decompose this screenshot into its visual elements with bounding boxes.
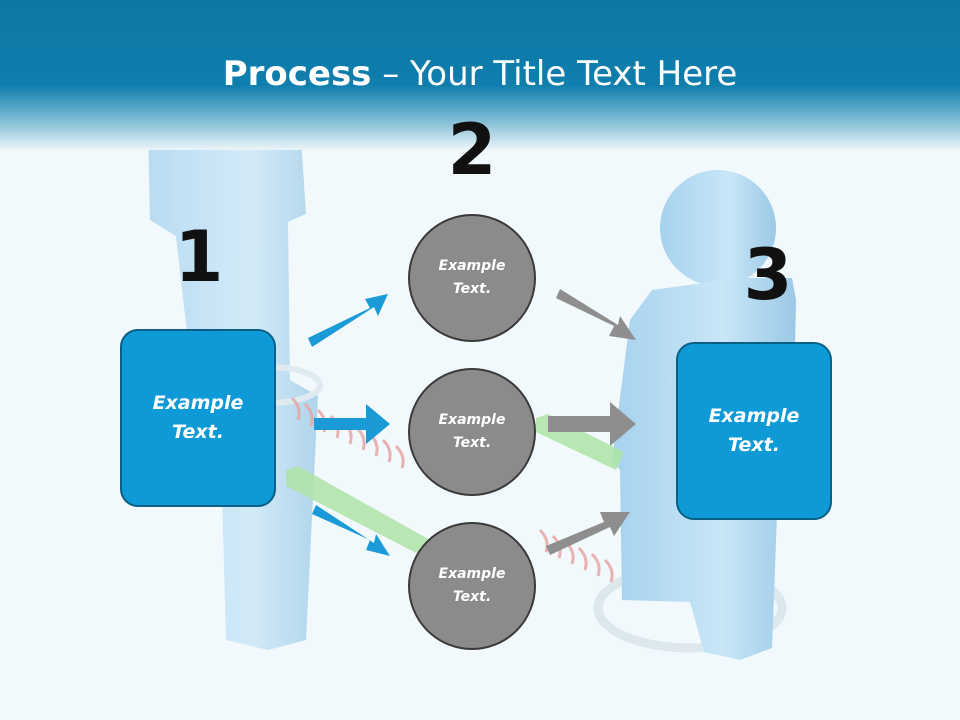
step-3-box: Example Text. bbox=[676, 342, 832, 520]
step-1-text: Example Text. bbox=[152, 392, 244, 443]
arrow-to-circle-3 bbox=[312, 505, 390, 556]
green-bar-lower bbox=[286, 466, 430, 556]
arrow-from-circle-3 bbox=[546, 512, 630, 555]
title-rest: – Your Title Text Here bbox=[371, 54, 738, 94]
step-number-1: 1 bbox=[174, 216, 224, 298]
arrow-to-circle-1 bbox=[308, 294, 388, 347]
step-1-box: Example Text. bbox=[120, 329, 276, 507]
header-band bbox=[0, 0, 960, 150]
circle-1: Example Text. bbox=[408, 214, 536, 342]
arrow-to-circle-2 bbox=[314, 404, 390, 444]
arrow-from-circle-2 bbox=[548, 402, 636, 446]
step-3-text: Example Text. bbox=[708, 405, 800, 456]
circle-3-text: Example Text. bbox=[438, 566, 506, 605]
title-bold: Process bbox=[222, 54, 372, 94]
circle-3: Example Text. bbox=[408, 522, 536, 650]
step-number-2: 2 bbox=[447, 109, 497, 191]
arrow-from-circle-1 bbox=[556, 289, 636, 340]
circle-2-text: Example Text. bbox=[438, 412, 506, 451]
slide-title: Process – Your Title Text Here bbox=[0, 52, 960, 96]
step-number-3: 3 bbox=[743, 234, 793, 316]
circle-1-text: Example Text. bbox=[438, 258, 506, 297]
circle-2: Example Text. bbox=[408, 368, 536, 496]
